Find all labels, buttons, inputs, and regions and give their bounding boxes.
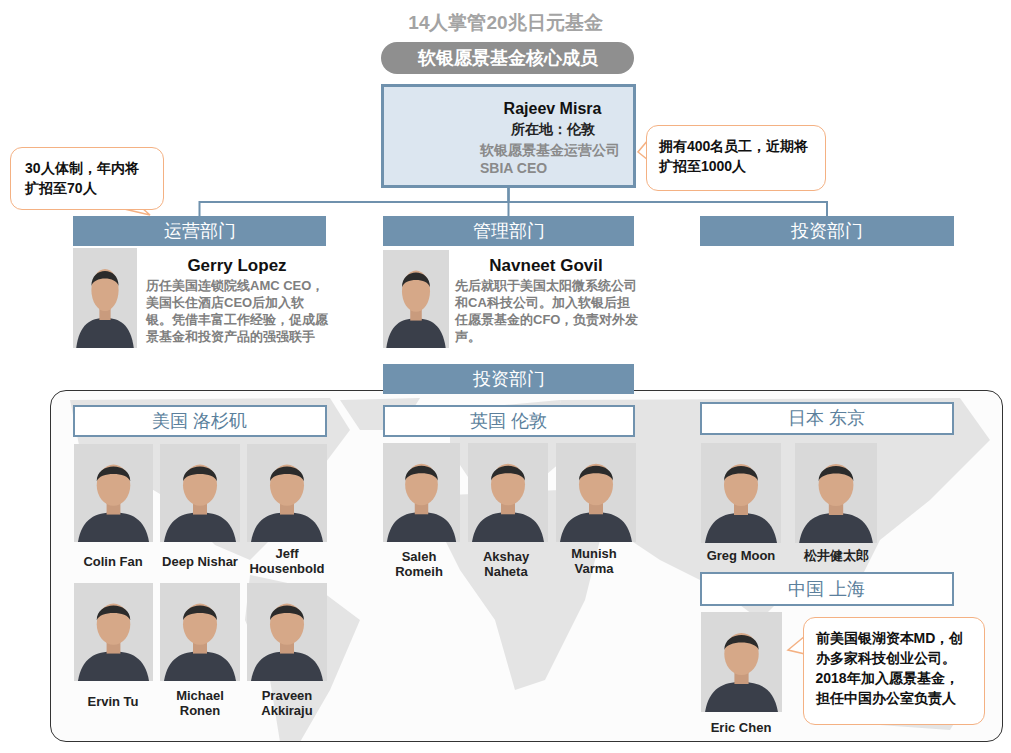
portrait-photo — [74, 583, 153, 681]
panel-heading: 投资部门 — [383, 364, 634, 394]
portrait-photo — [383, 250, 449, 348]
region-label: 日本 东京 — [788, 406, 865, 430]
tree-connector — [200, 188, 509, 216]
band-label: 软银愿景基金核心成员 — [418, 46, 598, 70]
map-continent — [70, 398, 350, 560]
person-name: Rajeev Misra — [480, 99, 625, 119]
portrait-photo — [73, 248, 137, 348]
portrait-photo — [160, 444, 240, 542]
person-name: Colin Fan — [69, 554, 157, 569]
location-text: 所在地：伦敦 — [480, 119, 625, 139]
region-label: 美国 洛杉矶 — [152, 409, 247, 433]
person-name: Gerry Lopez — [146, 256, 328, 276]
callout-box: 前美国银湖资本MD，创办多家科技创业公司。2018年加入愿景基金，担任中国办公室… — [803, 617, 985, 725]
region-box: 中国 上海 — [700, 572, 954, 606]
person-name: Eric Chen — [697, 720, 785, 735]
band-label: 运营部门 — [164, 219, 236, 243]
person-name: Jeff Housenbold — [243, 546, 331, 576]
portrait-photo — [701, 612, 782, 712]
department-band: 运营部门 — [73, 216, 326, 246]
person-name: 松井健太郎 — [792, 548, 880, 563]
callout-text: 拥有400名员工，近期将扩招至1000人 — [659, 136, 813, 176]
callout-box: 30人体制，年内将扩招至70人 — [10, 147, 164, 210]
panel-ground — [50, 390, 1003, 742]
role-text: 软银愿景基金运营公司SBIA CEO — [480, 141, 625, 177]
portrait-photo — [160, 583, 240, 681]
title-band: 软银愿景基金核心成员 — [381, 42, 634, 74]
callout-text: 前美国银湖资本MD，创办多家科技创业公司。2018年加入愿景基金，担任中国办公室… — [816, 628, 972, 708]
person-description: 先后就职于美国太阳微系统公司和CA科技公司。加入软银后担任愿景基金的CFO，负责… — [455, 277, 639, 345]
person-name: Michael Ronen — [156, 688, 244, 718]
person-name: Navneet Govil — [455, 256, 637, 276]
department-band: 投资部门 — [700, 216, 954, 246]
region-box: 英国 伦敦 — [383, 405, 635, 437]
region-label: 英国 伦敦 — [470, 409, 547, 433]
person-name: Akshay Naheta — [464, 549, 548, 579]
portrait-photo — [468, 443, 548, 542]
world-map — [70, 398, 990, 742]
tree-connector — [509, 188, 828, 216]
region-label: 中国 上海 — [788, 577, 865, 601]
person-name: Greg Moon — [697, 548, 785, 563]
portrait-photo — [74, 444, 153, 542]
portrait-photo — [383, 443, 460, 542]
chart-title: 14人掌管20兆日元基金 — [0, 10, 1011, 36]
person-name: Saleh Romeih — [377, 549, 461, 579]
callout-text: 30人体制，年内将扩招至70人 — [25, 158, 149, 198]
leader-box: Rajeev Misra所在地：伦敦软银愿景基金运营公司SBIA CEO — [381, 84, 636, 188]
band-label: 投资部门 — [791, 219, 863, 243]
person-name: Deep Nishar — [156, 554, 244, 569]
region-box: 日本 东京 — [700, 402, 954, 435]
person-name: Munish Varma — [552, 546, 636, 576]
department-band: 管理部门 — [383, 216, 634, 246]
callout-box: 拥有400名员工，近期将扩招至1000人 — [646, 125, 826, 191]
region-box: 美国 洛杉矶 — [73, 405, 327, 437]
person-name: Ervin Tu — [69, 694, 157, 709]
portrait-photo — [247, 583, 327, 681]
band-label: 管理部门 — [473, 219, 545, 243]
portrait-photo — [556, 443, 636, 542]
portrait-photo — [247, 444, 327, 542]
portrait-photo — [795, 443, 877, 543]
person-name: Praveen Akkiraju — [243, 688, 331, 718]
person-description: 历任美国连锁院线AMC CEO，美国长住酒店CEO后加入软银。凭借丰富工作经验，… — [146, 277, 330, 345]
portrait-photo — [701, 443, 781, 543]
